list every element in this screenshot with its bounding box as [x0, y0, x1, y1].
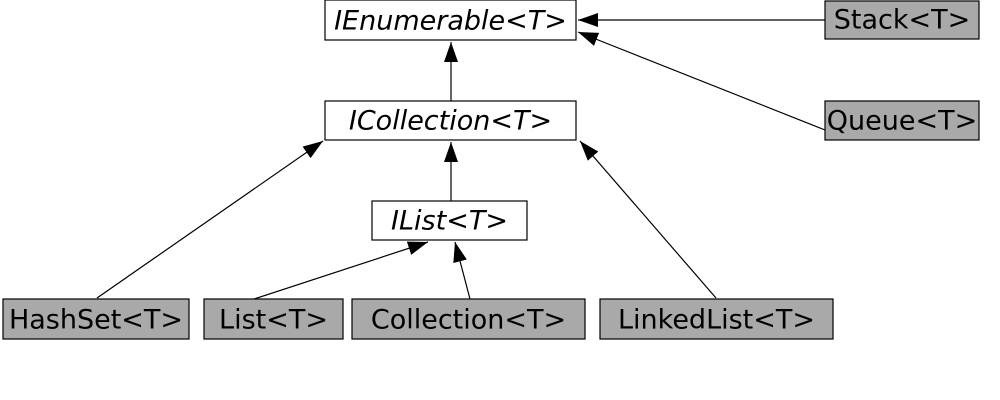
node-linkedlist-box — [599, 298, 834, 340]
node-stack-label: Stack<T> — [834, 5, 971, 36]
node-ienumerable: IEnumerable<T> — [324, 0, 577, 41]
node-hashset-box — [2, 298, 190, 340]
edge-linkedlist-to-icollection — [579, 140, 717, 299]
node-icollection: ICollection<T> — [324, 100, 577, 141]
node-ilist-box — [371, 200, 528, 241]
node-stack: Stack<T> — [824, 0, 980, 40]
node-linkedlist: LinkedList<T> — [599, 298, 834, 340]
node-hashset-label: HashSet<T> — [9, 305, 183, 336]
node-ilist-label: IList<T> — [391, 206, 508, 237]
node-list-label: List<T> — [219, 305, 328, 336]
node-hashset: HashSet<T> — [2, 298, 190, 340]
edge-list-to-ilist — [253, 241, 429, 300]
node-list-box — [203, 298, 344, 340]
edge-hashset-to-icollection — [96, 140, 324, 299]
node-icollection-label: ICollection<T> — [349, 106, 552, 137]
node-queue: Queue<T> — [824, 100, 980, 141]
edge-collection-to-ilist — [453, 241, 471, 300]
node-ienumerable-box — [324, 0, 577, 41]
node-linkedlist-label: LinkedList<T> — [618, 305, 815, 336]
node-collection-label: Collection<T> — [371, 305, 566, 336]
node-collection: Collection<T> — [351, 298, 586, 340]
node-ienumerable-label: IEnumerable<T> — [334, 6, 567, 37]
edge-queue-to-ienumerable — [577, 31, 826, 131]
node-stack-box — [824, 0, 980, 40]
node-icollection-box — [324, 100, 577, 141]
node-queue-box — [824, 100, 980, 141]
node-list: List<T> — [203, 298, 344, 340]
node-collection-box — [351, 298, 586, 340]
node-queue-label: Queue<T> — [827, 106, 977, 137]
node-ilist: IList<T> — [371, 200, 528, 241]
